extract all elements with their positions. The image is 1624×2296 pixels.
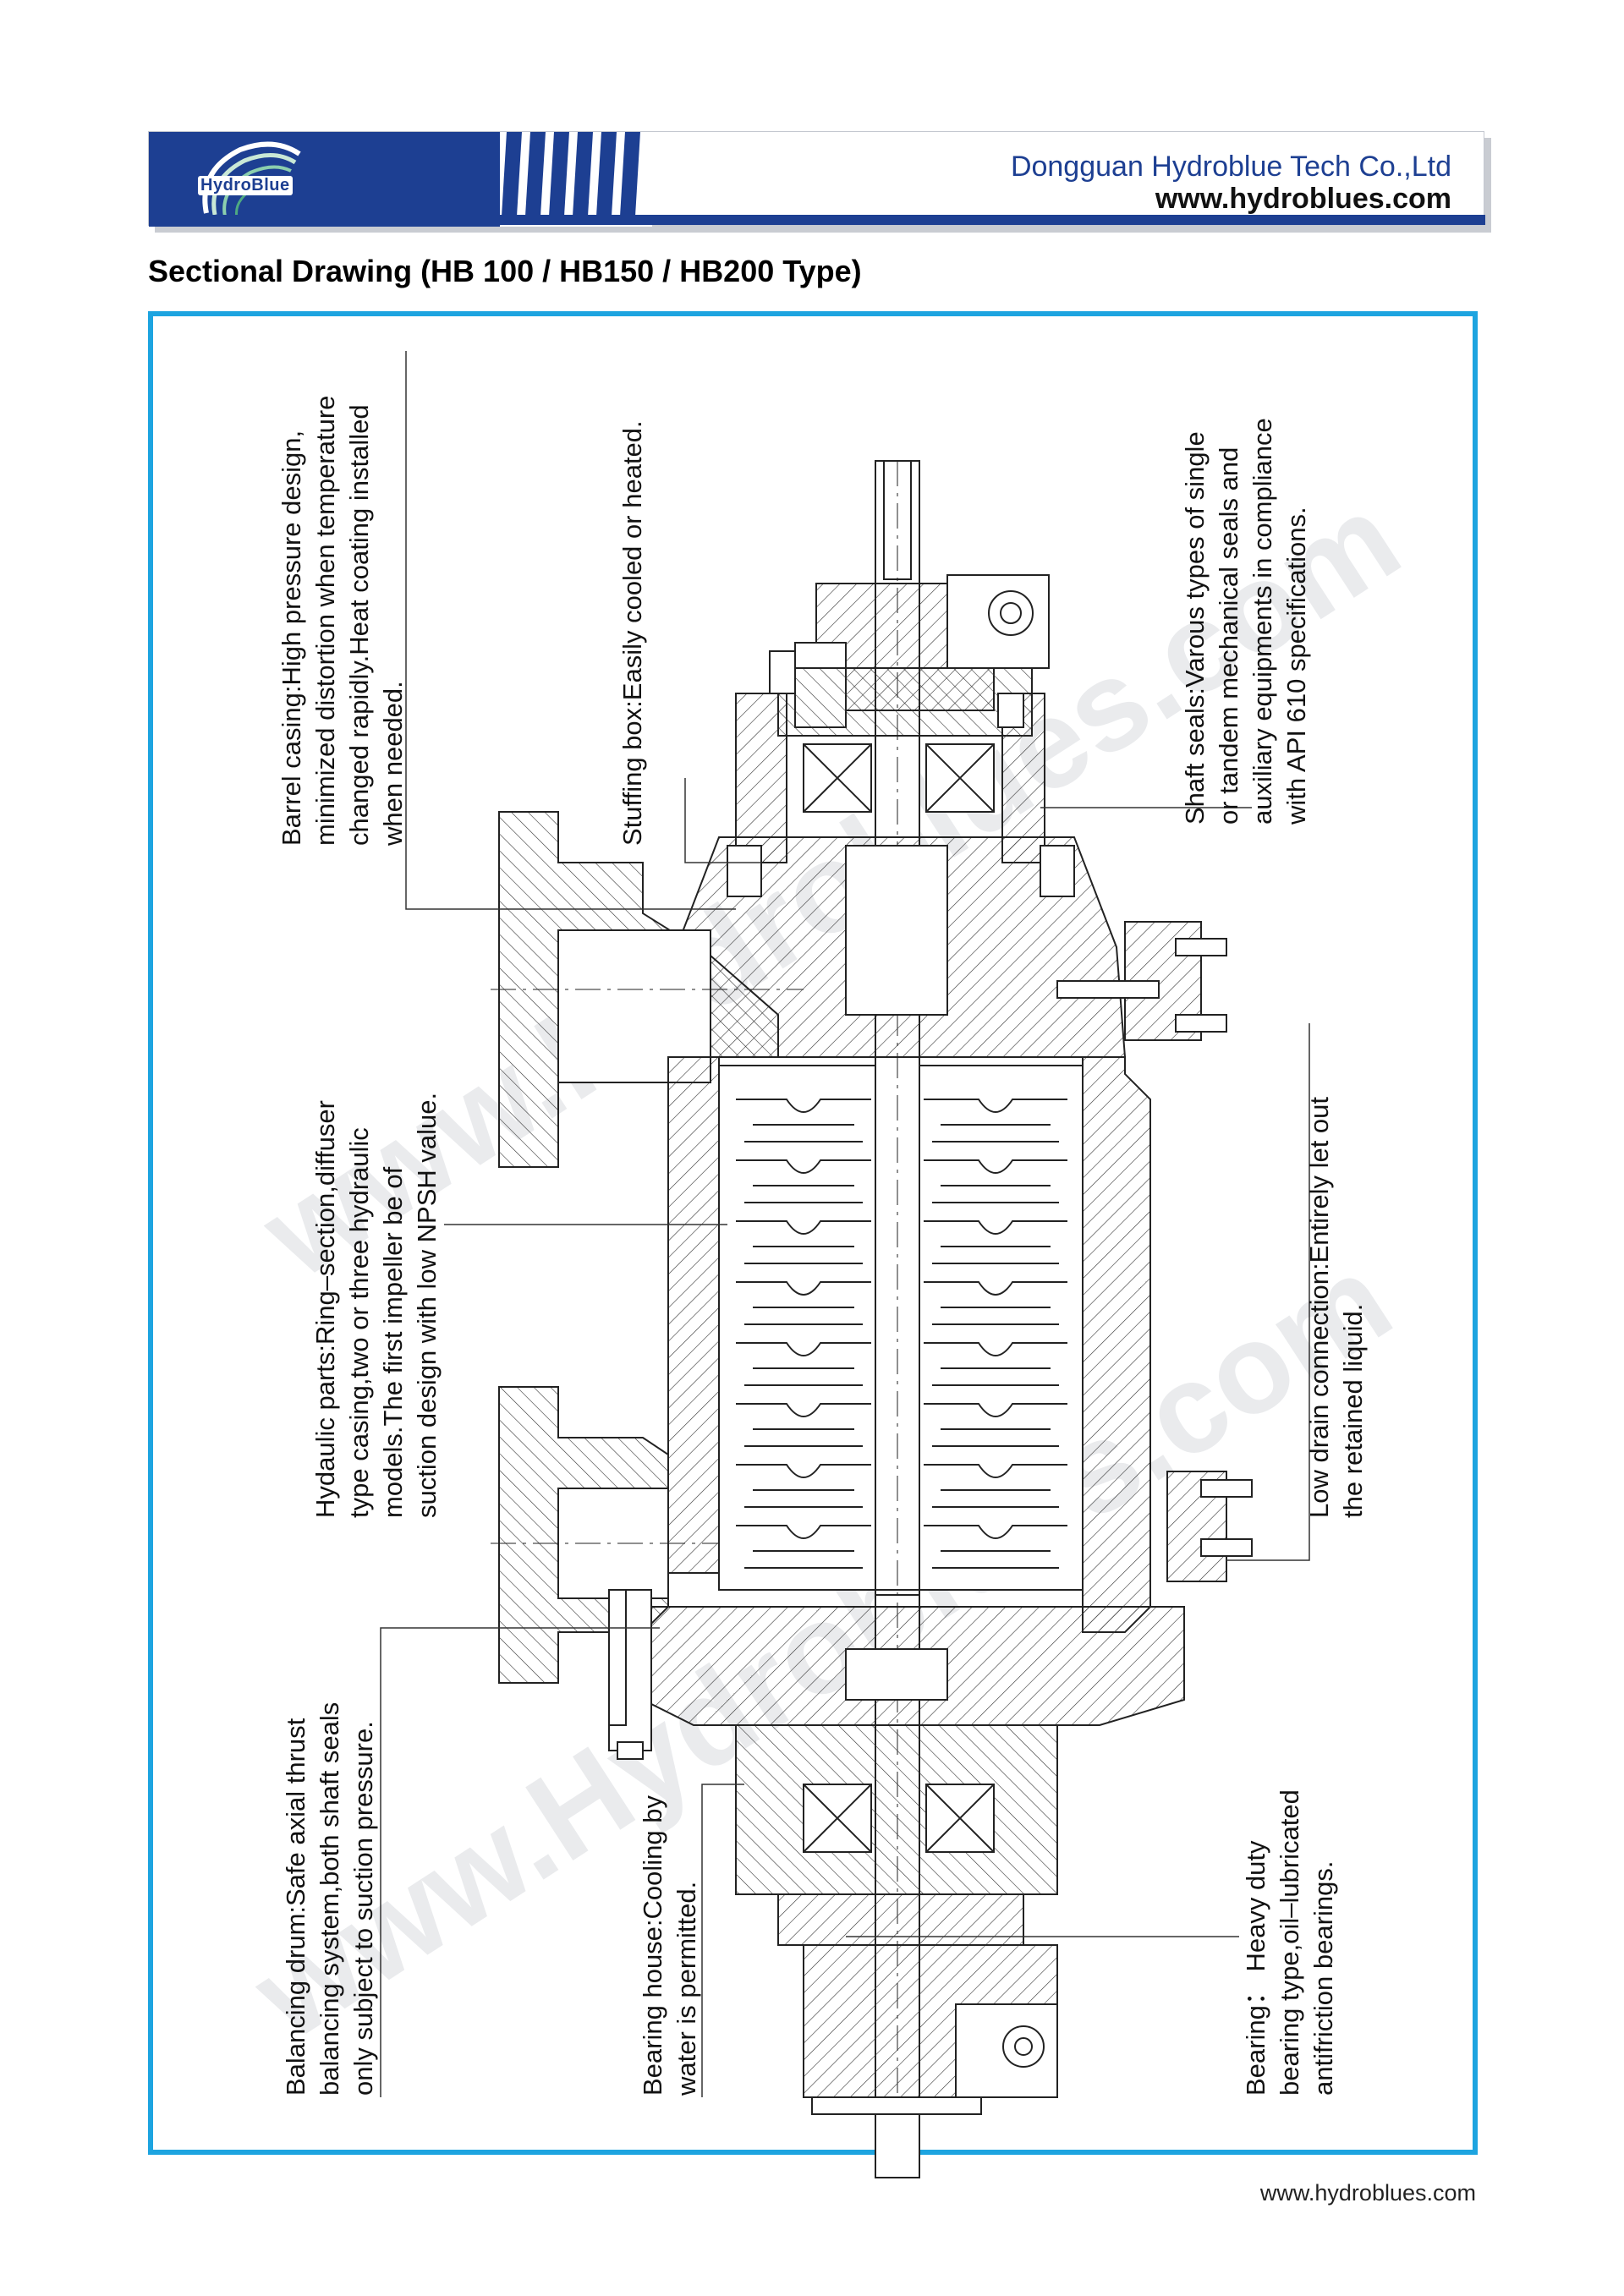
bearing-house-line-2: water is permitted. — [672, 1881, 701, 2096]
shaft-seals-line-3: auxiliary equipments in compliance — [1248, 418, 1277, 825]
low-drain-line-2: the retained liquid. — [1338, 1303, 1368, 1518]
balancing-drum-line-1: Balancing drum:Safe axial thrust — [281, 1718, 310, 2096]
stage-line — [736, 1464, 871, 1508]
stage-line — [924, 1099, 1067, 1143]
stage-line — [924, 1464, 1067, 1508]
balancing-drum-line-3: only subject to suction pressure. — [348, 1721, 378, 2096]
barrel-casing-line-1: Barrel casing:High pressure design, — [277, 430, 306, 846]
bearing-house-line-1: Bearing house:Cooling by — [638, 1795, 667, 2096]
stage-line — [924, 1525, 1067, 1569]
balancing-drum-line-2: balancing system,both shaft seals — [315, 1701, 344, 2096]
stage-line — [924, 1281, 1067, 1325]
annotation-hydraulic-parts: Hydaulic parts:Ring–section,diffuser typ… — [309, 1093, 444, 1518]
stage-line — [736, 1281, 871, 1325]
stage-line — [924, 1159, 1067, 1203]
header-bottom-bar — [149, 215, 1485, 225]
shaft-seals-line-4: with API 610 specifications. — [1281, 507, 1311, 825]
annotation-stuffing-box: Stuffing box:Easily cooled or heated. — [616, 420, 650, 846]
stage-line — [736, 1220, 871, 1264]
bearing-line-2: bearing type,oil–lubricated — [1275, 1789, 1304, 2096]
hydraulic-parts-line-2: type casing,two or three hydraulic — [344, 1127, 374, 1518]
hydraulic-parts-line-4: suction design with low NPSH value. — [412, 1092, 442, 1518]
stage-line — [736, 1159, 871, 1203]
company-website[interactable]: www.hydroblues.com — [1155, 183, 1451, 215]
annotation-balancing-drum: Balancing drum:Safe axial thrust balanci… — [279, 1702, 381, 2096]
footer-website[interactable]: www.hydroblues.com — [1259, 2180, 1476, 2206]
barrel-casing-line-3: changed rapidly.Heat coating installed — [344, 404, 374, 846]
annotation-low-drain: Low drain connection:Entirely let out th… — [1303, 1097, 1370, 1518]
header-stripes — [500, 132, 652, 227]
bearing-line-3: antifriction bearings. — [1309, 1860, 1338, 2096]
stage-line — [924, 1342, 1067, 1386]
logo-text: HydroBlue — [198, 176, 293, 195]
header-banner: HydroBlue Dongguan Hydroblue Tech Co.,Lt… — [148, 131, 1491, 233]
header-main: HydroBlue Dongguan Hydroblue Tech Co.,Lt… — [148, 131, 1485, 227]
shaft-seals-line-2: or tandem mechanical seals and — [1214, 447, 1243, 825]
barrel-casing-line-4: when needed. — [378, 681, 408, 846]
company-name: Dongguan Hydroblue Tech Co.,Ltd — [1010, 151, 1451, 183]
low-drain-line-1: Low drain connection:Entirely let out — [1304, 1096, 1334, 1518]
barrel-casing-line-2: minimized distortion when temperature — [310, 395, 340, 846]
stage-line — [736, 1403, 871, 1447]
stage-line — [736, 1342, 871, 1386]
hydraulic-parts-line-1: Hydaulic parts:Ring–section,diffuser — [310, 1100, 340, 1518]
annotation-barrel-casing: Barrel casing:High pressure design, mini… — [275, 338, 410, 846]
stage-line — [736, 1099, 871, 1143]
stage-line — [736, 1525, 871, 1569]
shaft-seals-line-1: Shaft seals:Varous types of single — [1180, 431, 1210, 825]
stuffing-box-line-1: Stuffing box:Easily cooled or heated. — [617, 420, 647, 846]
stage-line — [924, 1220, 1067, 1264]
bearing-line-1: Bearing： Heavy duty — [1241, 1840, 1270, 2096]
annotation-shaft-seals: Shaft seals:Varous types of single or ta… — [1178, 418, 1314, 825]
annotation-bearing-house: Bearing house:Cooling by water is permit… — [636, 1795, 704, 2096]
annotation-bearing: Bearing： Heavy duty bearing type,oil–lub… — [1239, 1789, 1341, 2096]
hydraulic-parts-line-3: models.The first impeller be of — [378, 1166, 408, 1518]
stage-line — [924, 1403, 1067, 1447]
page-title: Sectional Drawing (HB 100 / HB150 / HB20… — [148, 254, 862, 288]
